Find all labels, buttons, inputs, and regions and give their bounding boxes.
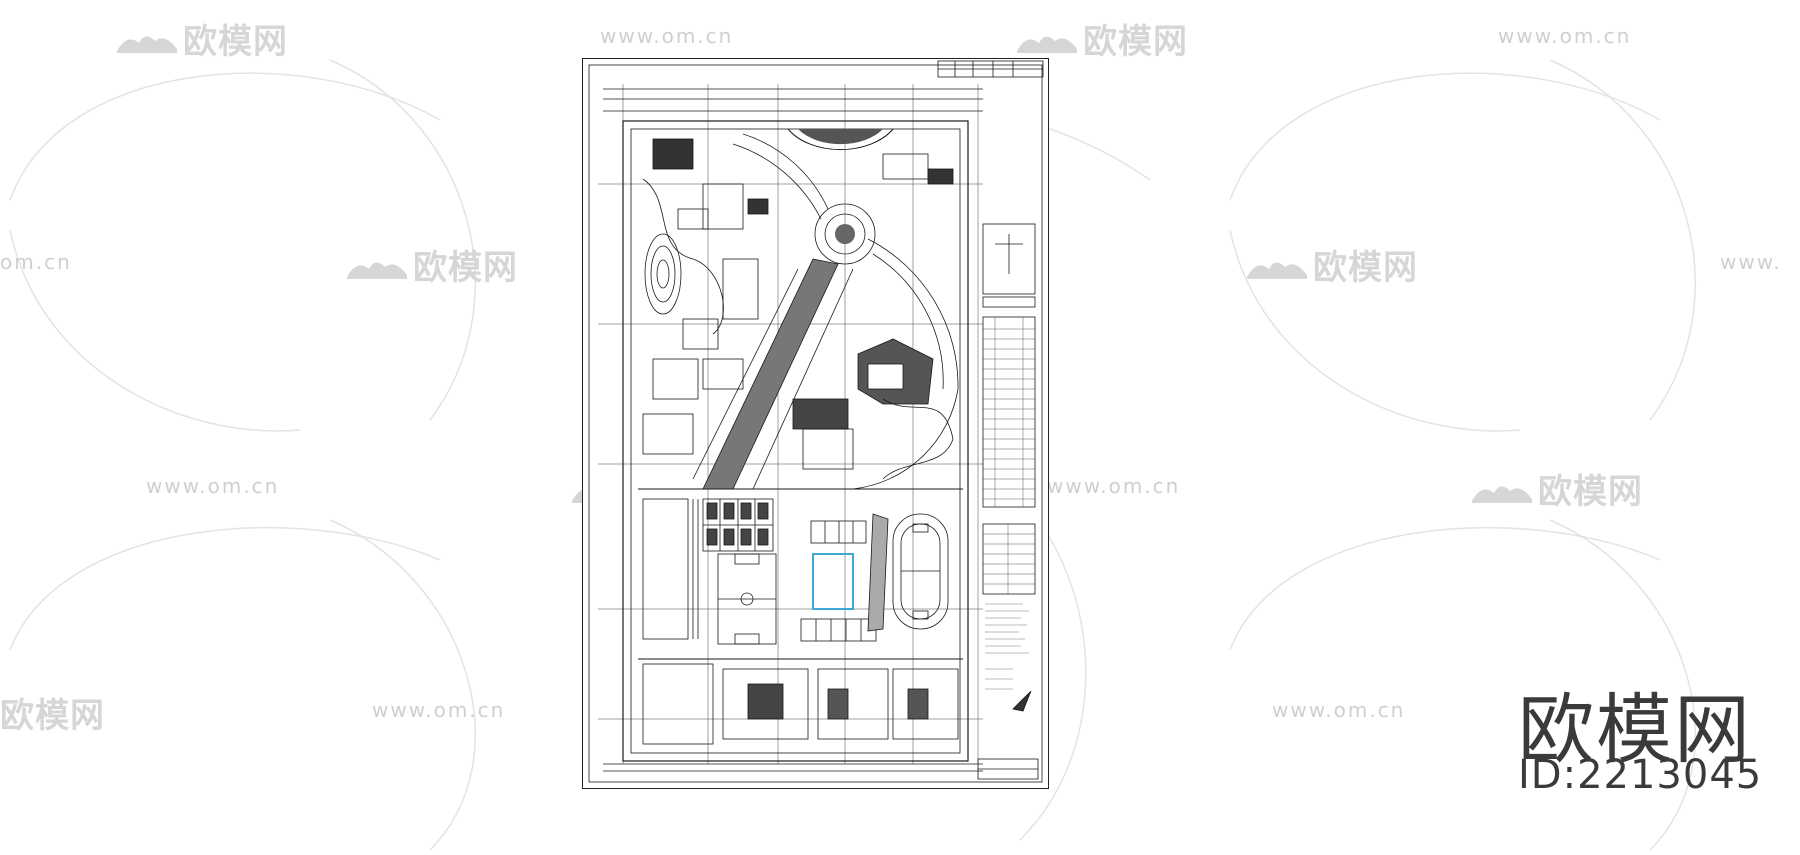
notes-text-lines [985,603,1029,690]
dormitory-block [722,668,809,740]
grid-lines [598,84,983,764]
site-plan-drawing [588,60,1044,783]
roundabout [814,203,876,265]
running-track [892,513,949,630]
north-plaza [787,128,894,151]
cad-drawing-sheet [582,58,1049,789]
brand-id-label: ID:2213045 [1518,752,1763,798]
site-boundary [622,120,969,762]
swimming-pool [812,553,854,610]
north-arrow [1012,690,1032,712]
tennis-courts [702,498,774,552]
hill-contour [644,233,682,315]
inner-frame [588,64,1043,783]
legend-key-plan [982,223,1036,295]
brand-name: 欧模网 [1518,685,1752,774]
legend-table [982,316,1036,508]
legend-table-2 [982,523,1036,595]
